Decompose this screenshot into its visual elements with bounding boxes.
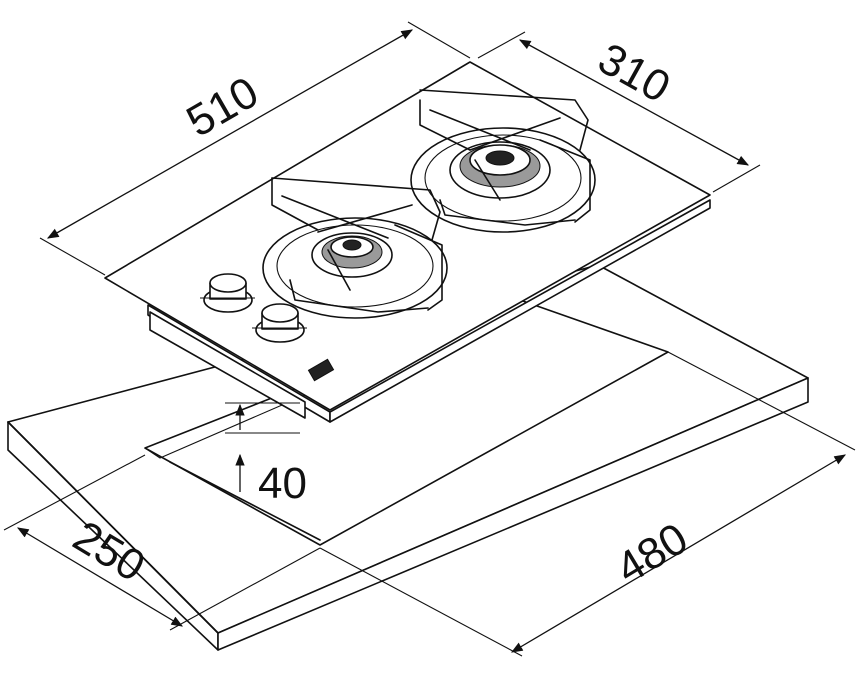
dimension-height: 40 xyxy=(225,402,307,508)
burner-front xyxy=(262,177,448,319)
control-knob-1 xyxy=(200,273,255,313)
dimension-label-40: 40 xyxy=(258,459,307,508)
brand-logo xyxy=(307,358,335,382)
dimension-label-510: 510 xyxy=(179,68,267,147)
dimension-label-310: 310 xyxy=(590,34,678,112)
dimension-label-480: 480 xyxy=(608,514,696,594)
control-knob-2 xyxy=(252,303,307,343)
